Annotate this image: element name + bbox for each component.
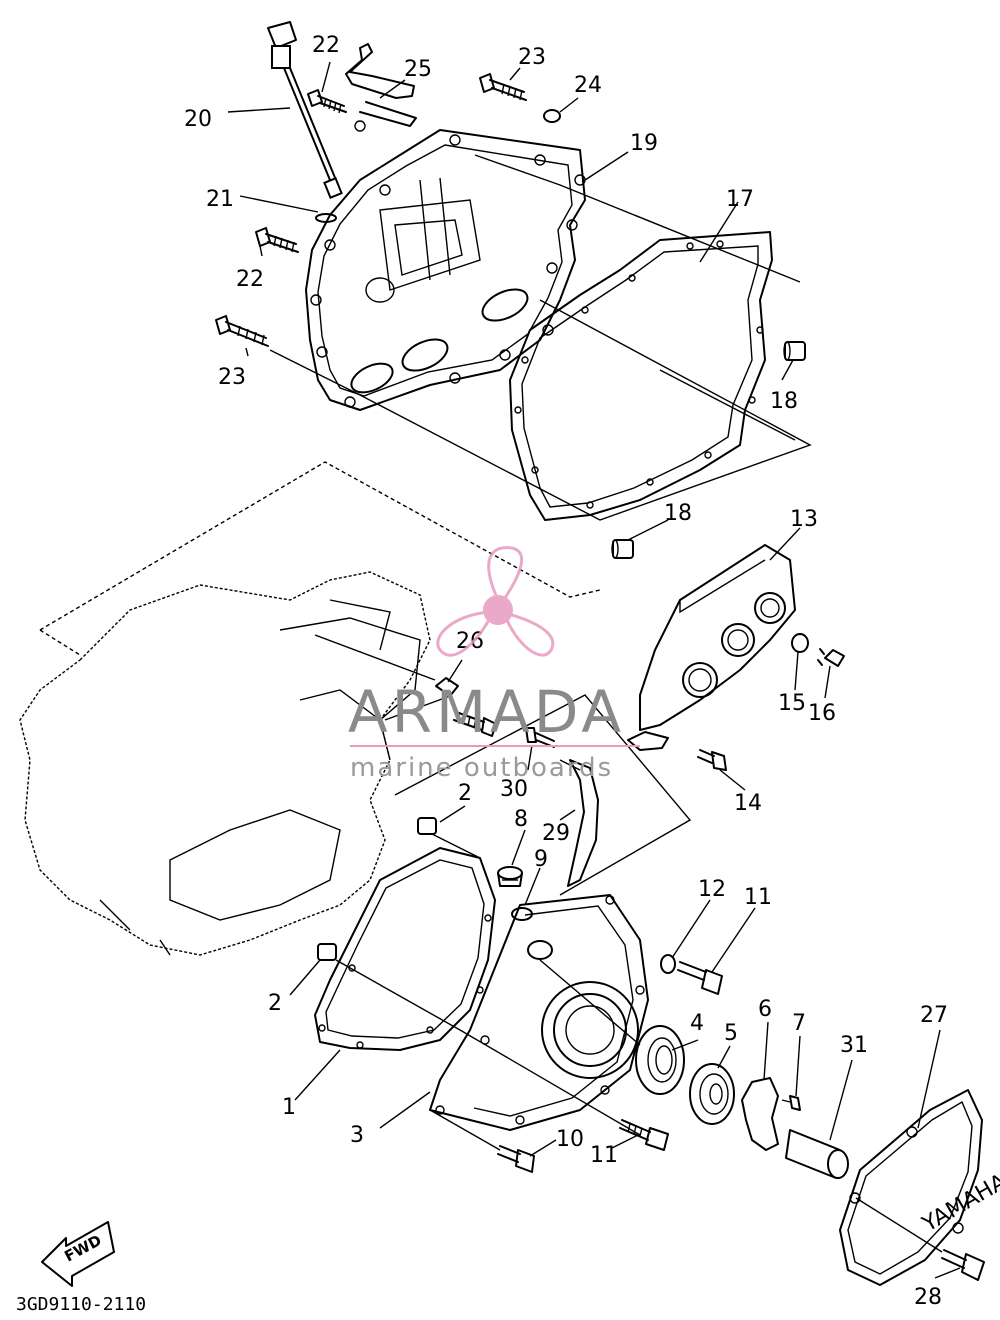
callout-30: 30 bbox=[500, 777, 528, 802]
watermark-tagline: marine outboards bbox=[350, 753, 613, 783]
watermark-name: ARMADA bbox=[348, 678, 625, 746]
washer-12 bbox=[660, 954, 676, 974]
callout-numbers: 22 25 23 24 20 19 21 17 22 23 18 18 13 2… bbox=[184, 33, 948, 1310]
collar-sleeve bbox=[785, 1129, 849, 1179]
callout-22: 22 bbox=[236, 267, 264, 292]
callout-27: 27 bbox=[920, 1003, 948, 1028]
callout-9: 9 bbox=[534, 847, 548, 872]
callout-22: 22 bbox=[312, 33, 340, 58]
bolt-10 bbox=[497, 1145, 535, 1173]
screw-7 bbox=[781, 1095, 801, 1111]
callout-10: 10 bbox=[556, 1127, 584, 1152]
leader-lines bbox=[227, 61, 961, 1279]
callout-7: 7 bbox=[792, 1011, 806, 1036]
cover-brand: YAMAHA bbox=[918, 1169, 1000, 1237]
crankcase-cover bbox=[305, 129, 586, 411]
bolt-28 bbox=[941, 1249, 985, 1281]
bolt-11-lower bbox=[619, 1119, 669, 1151]
callout-6: 6 bbox=[758, 997, 772, 1022]
callout-19: 19 bbox=[630, 131, 658, 156]
washer-15 bbox=[791, 633, 809, 653]
callout-14: 14 bbox=[734, 791, 762, 816]
callout-11: 11 bbox=[590, 1143, 618, 1168]
oil-seal bbox=[689, 1063, 735, 1125]
bolt-26 bbox=[435, 677, 497, 737]
dowel-pin-2-lower bbox=[317, 943, 337, 961]
retainer-plate bbox=[741, 1077, 779, 1151]
propeller-logo-icon bbox=[436, 546, 555, 657]
washer bbox=[543, 109, 561, 123]
callout-17: 17 bbox=[726, 187, 754, 212]
fwd-arrow-icon: FWD bbox=[41, 1221, 115, 1287]
clutch-cover bbox=[429, 894, 649, 1131]
bolt-22-lower bbox=[255, 227, 299, 253]
callout-28: 28 bbox=[914, 1285, 942, 1310]
callout-1: 1 bbox=[282, 1095, 296, 1120]
bolt-23-lower bbox=[215, 315, 269, 347]
engine-block-outline bbox=[19, 461, 601, 956]
drawing-code: 3GD9110-2110 bbox=[16, 1294, 146, 1315]
callout-12: 12 bbox=[698, 877, 726, 902]
crankcase-cover-assembly bbox=[305, 129, 586, 411]
callout-5: 5 bbox=[724, 1021, 738, 1046]
oil-guide bbox=[567, 759, 599, 887]
callout-21: 21 bbox=[206, 187, 234, 212]
o-ring-9 bbox=[511, 907, 533, 921]
bearing bbox=[635, 1025, 685, 1095]
callout-11: 11 bbox=[744, 885, 772, 910]
callout-23: 23 bbox=[218, 365, 246, 390]
bolt-16 bbox=[817, 648, 845, 667]
stator-cover bbox=[627, 544, 796, 751]
dowel-pin-upper bbox=[783, 341, 806, 361]
callout-24: 24 bbox=[574, 73, 602, 98]
cable-bracket bbox=[345, 43, 417, 132]
callout-18: 18 bbox=[770, 389, 798, 414]
callout-13: 13 bbox=[790, 507, 818, 532]
bolt-23-upper bbox=[479, 73, 527, 101]
oil-dipstick bbox=[267, 21, 343, 199]
callout-25: 25 bbox=[404, 57, 432, 82]
callout-20: 20 bbox=[184, 107, 212, 132]
callout-18: 18 bbox=[664, 501, 692, 526]
callout-3: 3 bbox=[350, 1123, 364, 1148]
callout-29: 29 bbox=[542, 821, 570, 846]
dowel-pin-2-upper bbox=[417, 817, 437, 835]
dowel-pin-lower bbox=[611, 539, 634, 559]
callout-2: 2 bbox=[268, 991, 282, 1016]
o-ring bbox=[315, 213, 337, 223]
oil-filler-plug bbox=[497, 866, 523, 887]
callout-8: 8 bbox=[514, 807, 528, 832]
callout-16: 16 bbox=[808, 701, 836, 726]
lower-gasket bbox=[314, 847, 496, 1051]
bolt-11-upper bbox=[677, 961, 723, 995]
bolt-22-upper bbox=[307, 89, 347, 114]
callout-2: 2 bbox=[458, 781, 472, 806]
callout-31: 31 bbox=[840, 1033, 868, 1058]
callout-4: 4 bbox=[690, 1011, 704, 1036]
callout-15: 15 bbox=[778, 691, 806, 716]
bolt-14 bbox=[697, 749, 727, 771]
cover-gasket bbox=[509, 231, 773, 521]
callout-23: 23 bbox=[518, 45, 546, 70]
armada-watermark: ARMADA marine outboards bbox=[348, 546, 640, 783]
